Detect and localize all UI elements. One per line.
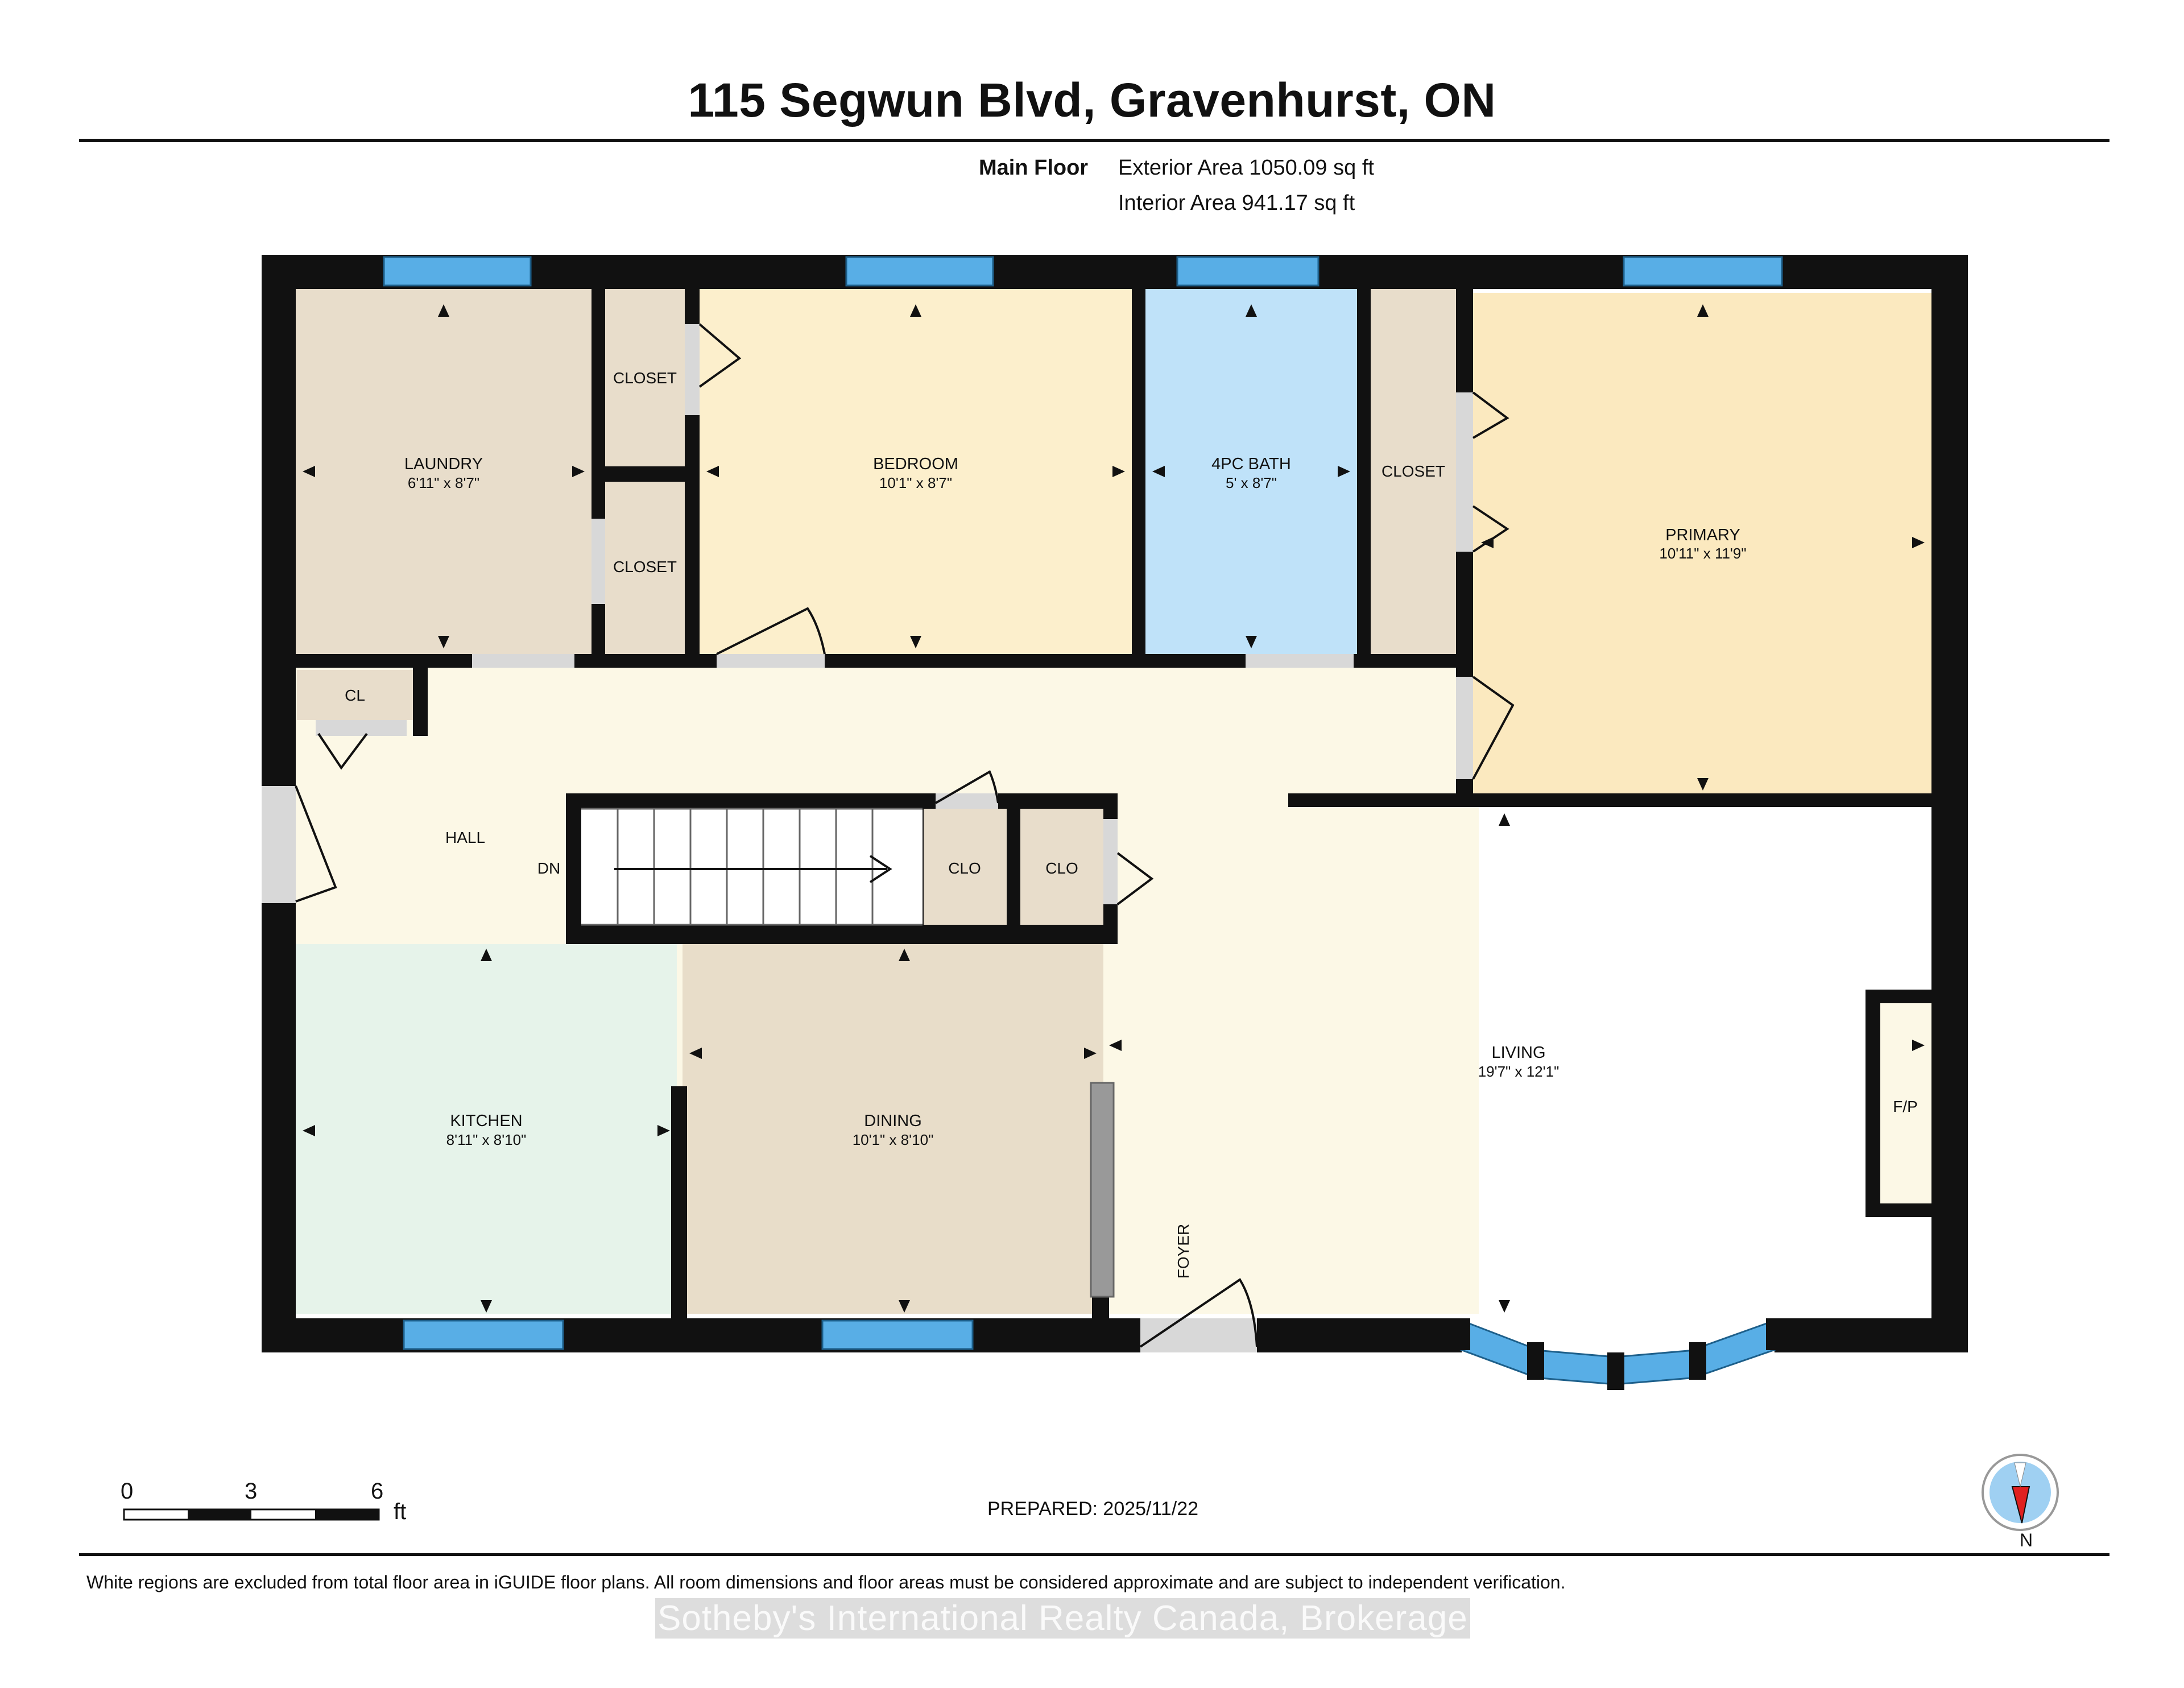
primary-room <box>1473 293 1934 799</box>
bath-room <box>1145 289 1357 654</box>
bedroom-name: BEDROOM <box>873 455 958 473</box>
closet-label-3: CLOSET <box>1381 462 1445 480</box>
closet-1 <box>605 289 685 466</box>
fp-label: F/P <box>1893 1098 1918 1115</box>
kitchen-name: KITCHEN <box>450 1112 522 1130</box>
scale-bar <box>123 1508 380 1521</box>
compass-icon <box>1982 1454 2059 1531</box>
kitchen-dims: 8'11" x 8'10" <box>446 1131 527 1148</box>
compass-north-label: N <box>2020 1530 2033 1550</box>
page-title: 115 Segwun Blvd, Gravenhurst, ON <box>688 73 1496 127</box>
closet-3 <box>1371 289 1456 654</box>
railing <box>1090 1082 1115 1298</box>
dining-room <box>682 944 1103 1314</box>
bay-mullions <box>1453 1318 1783 1390</box>
clo-closet-1 <box>923 809 1007 925</box>
bath-dims: 5' x 8'7" <box>1226 474 1277 491</box>
floor-name: Main Floor <box>979 156 1089 180</box>
dn-label: DN <box>537 859 560 877</box>
foyer-label: FOYER <box>1174 1224 1192 1279</box>
living-name: LIVING <box>1491 1044 1545 1062</box>
dining-name: DINING <box>864 1112 922 1130</box>
laundry-dims: 6'11" x 8'7" <box>408 474 479 491</box>
clo-label-2: CLO <box>1045 859 1078 877</box>
closet-2 <box>605 482 685 654</box>
interior-area: Interior Area 941.17 sq ft <box>1118 191 1355 215</box>
dining-dims: 10'1" x 8'10" <box>853 1131 934 1148</box>
prepared-date: PREPARED: 2025/11/22 <box>987 1498 1199 1520</box>
cl-label: CL <box>345 686 365 704</box>
laundry-name: LAUNDRY <box>404 455 483 473</box>
staircase <box>581 808 923 926</box>
hall-label: HALL <box>445 829 485 846</box>
brokerage-watermark: Sotheby's International Realty Canada, B… <box>655 1598 1470 1639</box>
kitchen-room <box>296 944 677 1314</box>
windows <box>383 256 1783 1385</box>
closet-label-2: CLOSET <box>613 558 677 576</box>
clo-label-1: CLO <box>948 859 981 877</box>
scale-unit: ft <box>394 1499 407 1524</box>
disclaimer: White regions are excluded from total fl… <box>86 1572 1566 1592</box>
bedroom-dims: 10'1" x 8'7" <box>879 474 952 491</box>
clo-closet-2 <box>1020 809 1103 925</box>
fireplace <box>1878 1001 1931 1208</box>
living-dims: 19'7" x 12'1" <box>1478 1063 1560 1080</box>
scale-tick-0: 0 <box>121 1479 134 1504</box>
cl-closet <box>297 670 413 720</box>
bath-name: 4PC BATH <box>1211 455 1291 473</box>
footer-rule <box>79 1553 2109 1556</box>
exterior-area: Exterior Area 1050.09 sq ft <box>1118 156 1374 180</box>
laundry-room <box>296 289 592 654</box>
scale-tick-3: 3 <box>245 1479 258 1504</box>
closet-label-1: CLOSET <box>613 369 677 387</box>
dimension-markers <box>303 304 1925 1313</box>
bedroom-room <box>700 289 1132 654</box>
scale-tick-6: 6 <box>371 1479 384 1504</box>
primary-name: PRIMARY <box>1665 526 1740 544</box>
title-rule <box>79 139 2109 142</box>
primary-dims: 10'11" x 11'9" <box>1659 545 1746 562</box>
door-openings <box>262 324 1473 1352</box>
